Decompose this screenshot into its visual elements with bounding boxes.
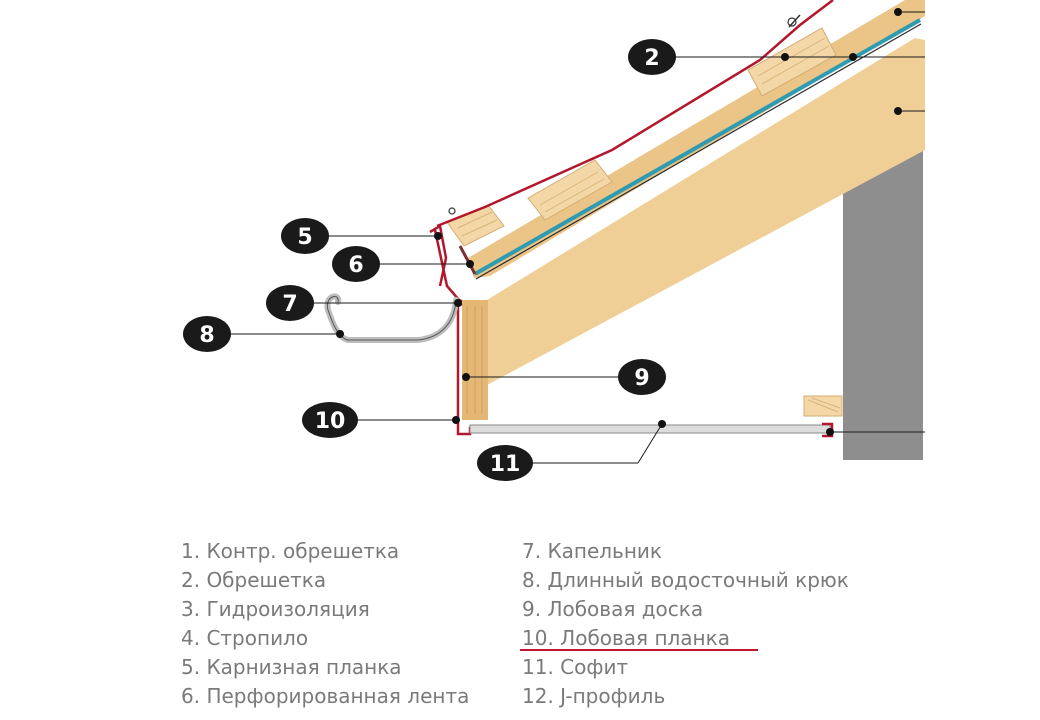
label-7: 7 [266, 285, 314, 321]
label-2: 2 [628, 39, 676, 75]
legend-item-6: 6. Перфорированная лента [181, 684, 470, 708]
svg-text:5: 5 [297, 225, 312, 250]
label-5: 5 [281, 218, 329, 254]
batten [527, 159, 613, 221]
waterproofing-membrane [474, 18, 921, 276]
legend-item-4: 4. Стропило [181, 626, 309, 650]
leader-dots [336, 8, 902, 436]
label-10: 10 [302, 402, 358, 438]
legend-left-column: 1. Контр. обрешетка 2. Обрешетка 3. Гидр… [181, 537, 469, 711]
label-9: 9 [618, 359, 666, 395]
legend-item-1: 1. Контр. обрешетка [181, 539, 400, 563]
svg-text:9: 9 [634, 366, 649, 391]
label-8: 8 [183, 316, 231, 352]
svg-text:2: 2 [644, 46, 659, 71]
legend-item-10: 10. Лобовая планка [522, 626, 730, 650]
legend-item-7: 7. Капельник [522, 539, 662, 563]
svg-text:8: 8 [199, 323, 214, 348]
svg-text:7: 7 [282, 292, 297, 317]
highlight-underline [520, 649, 758, 651]
perforated-tape [458, 245, 477, 275]
legend-item-9: 9. Лобовая доска [522, 597, 704, 621]
legend-item-3: 3. Гидроизоляция [181, 597, 370, 621]
legend-item-12: 12. J-профиль [522, 684, 666, 708]
svg-text:6: 6 [348, 253, 363, 278]
roof-sheet [436, 0, 834, 228]
rafter [487, 38, 925, 385]
legend-item-2: 2. Обрешетка [181, 568, 327, 592]
label-6: 6 [332, 246, 380, 282]
svg-text:11: 11 [490, 452, 521, 477]
legend-item-5: 5. Карнизная планка [181, 655, 402, 679]
label-11: 11 [477, 445, 533, 481]
soffit [469, 424, 831, 434]
legend-item-8: 8. Длинный водосточный крюк [522, 568, 849, 592]
legend-item-11: 11. Софит [522, 655, 629, 679]
legend-right-column: 7. Капельник 8. Длинный водосточный крюк… [522, 537, 849, 711]
svg-text:10: 10 [315, 409, 346, 434]
